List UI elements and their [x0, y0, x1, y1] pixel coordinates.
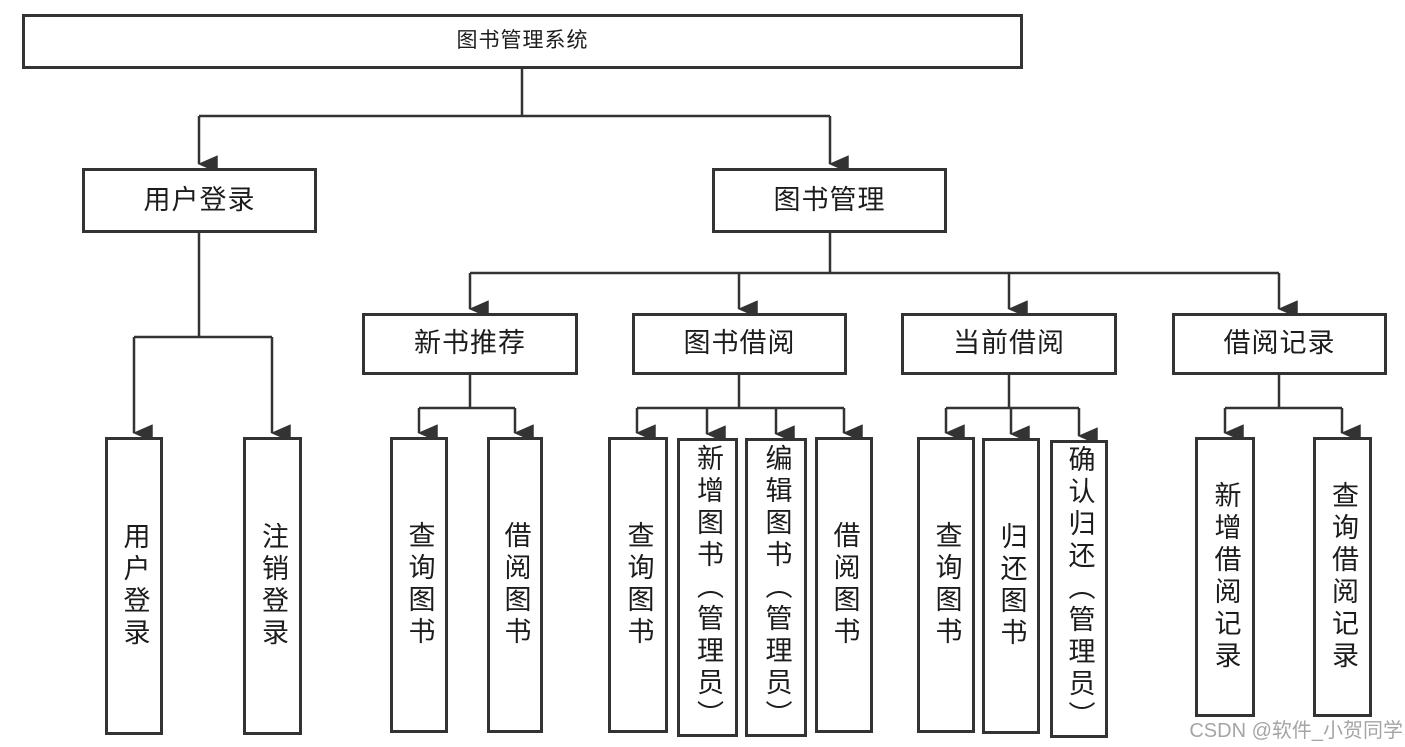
csdn-watermark: CSDN @软件_小贺同学	[1189, 720, 1403, 742]
node-leaf-borrow-books: 借阅图书	[815, 437, 873, 733]
node-user-login-branch: 用户登录	[82, 168, 317, 233]
node-leaf-search-books-borrowing: 查询图书	[608, 437, 668, 733]
connector-rails	[134, 69, 1342, 410]
node-leaf-logout: 注销登录	[243, 437, 302, 735]
node-leaf-search-books-current: 查询图书	[917, 437, 975, 733]
node-leaf-search-borrow-record: 查询借阅记录	[1313, 437, 1372, 717]
node-leaf-return-books: 归还图书	[982, 438, 1040, 734]
node-leaf-borrow-books-recommend: 借阅图书	[487, 437, 543, 733]
node-new-book-recommendation: 新书推荐	[362, 313, 578, 375]
node-leaf-confirm-return-admin: 确认归还（管理员）	[1050, 440, 1108, 738]
node-library-management-system: 图书管理系统	[22, 14, 1023, 69]
node-current-borrowing: 当前借阅	[901, 313, 1117, 375]
node-book-borrowing: 图书借阅	[632, 313, 847, 375]
node-leaf-user-login: 用户登录	[105, 437, 163, 735]
node-book-management-branch: 图书管理	[712, 168, 947, 233]
node-leaf-search-books-recommend: 查询图书	[390, 437, 448, 733]
connector-arrows	[132, 116, 1361, 445]
node-leaf-edit-books-admin: 编辑图书（管理员）	[745, 438, 807, 737]
node-leaf-add-borrow-record: 新增借阅记录	[1195, 437, 1255, 717]
node-borrowing-records: 借阅记录	[1172, 313, 1387, 375]
node-leaf-add-books-admin: 新增图书（管理员）	[677, 438, 738, 737]
